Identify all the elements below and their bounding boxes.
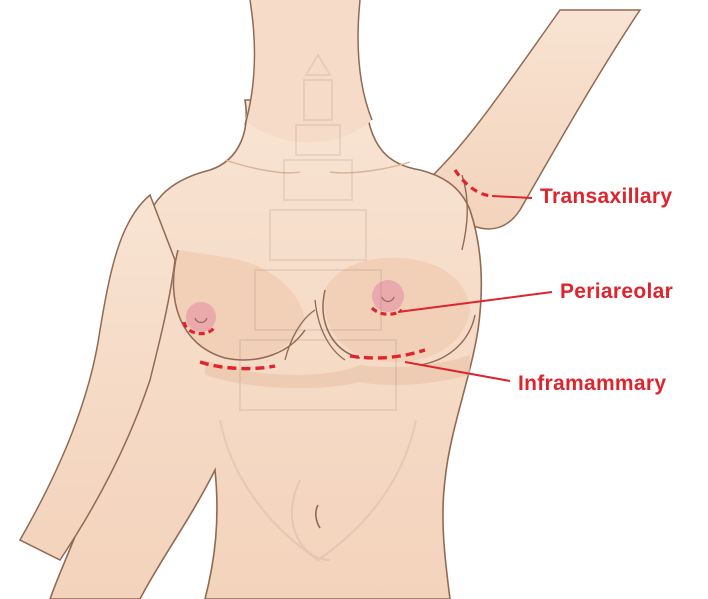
inframammary-label: Inframammary xyxy=(518,372,666,396)
right-areola xyxy=(372,280,404,312)
left-areola xyxy=(186,302,216,332)
periareolar-label: Periareolar xyxy=(560,280,673,304)
transaxillary-label: Transaxillary xyxy=(540,185,672,209)
